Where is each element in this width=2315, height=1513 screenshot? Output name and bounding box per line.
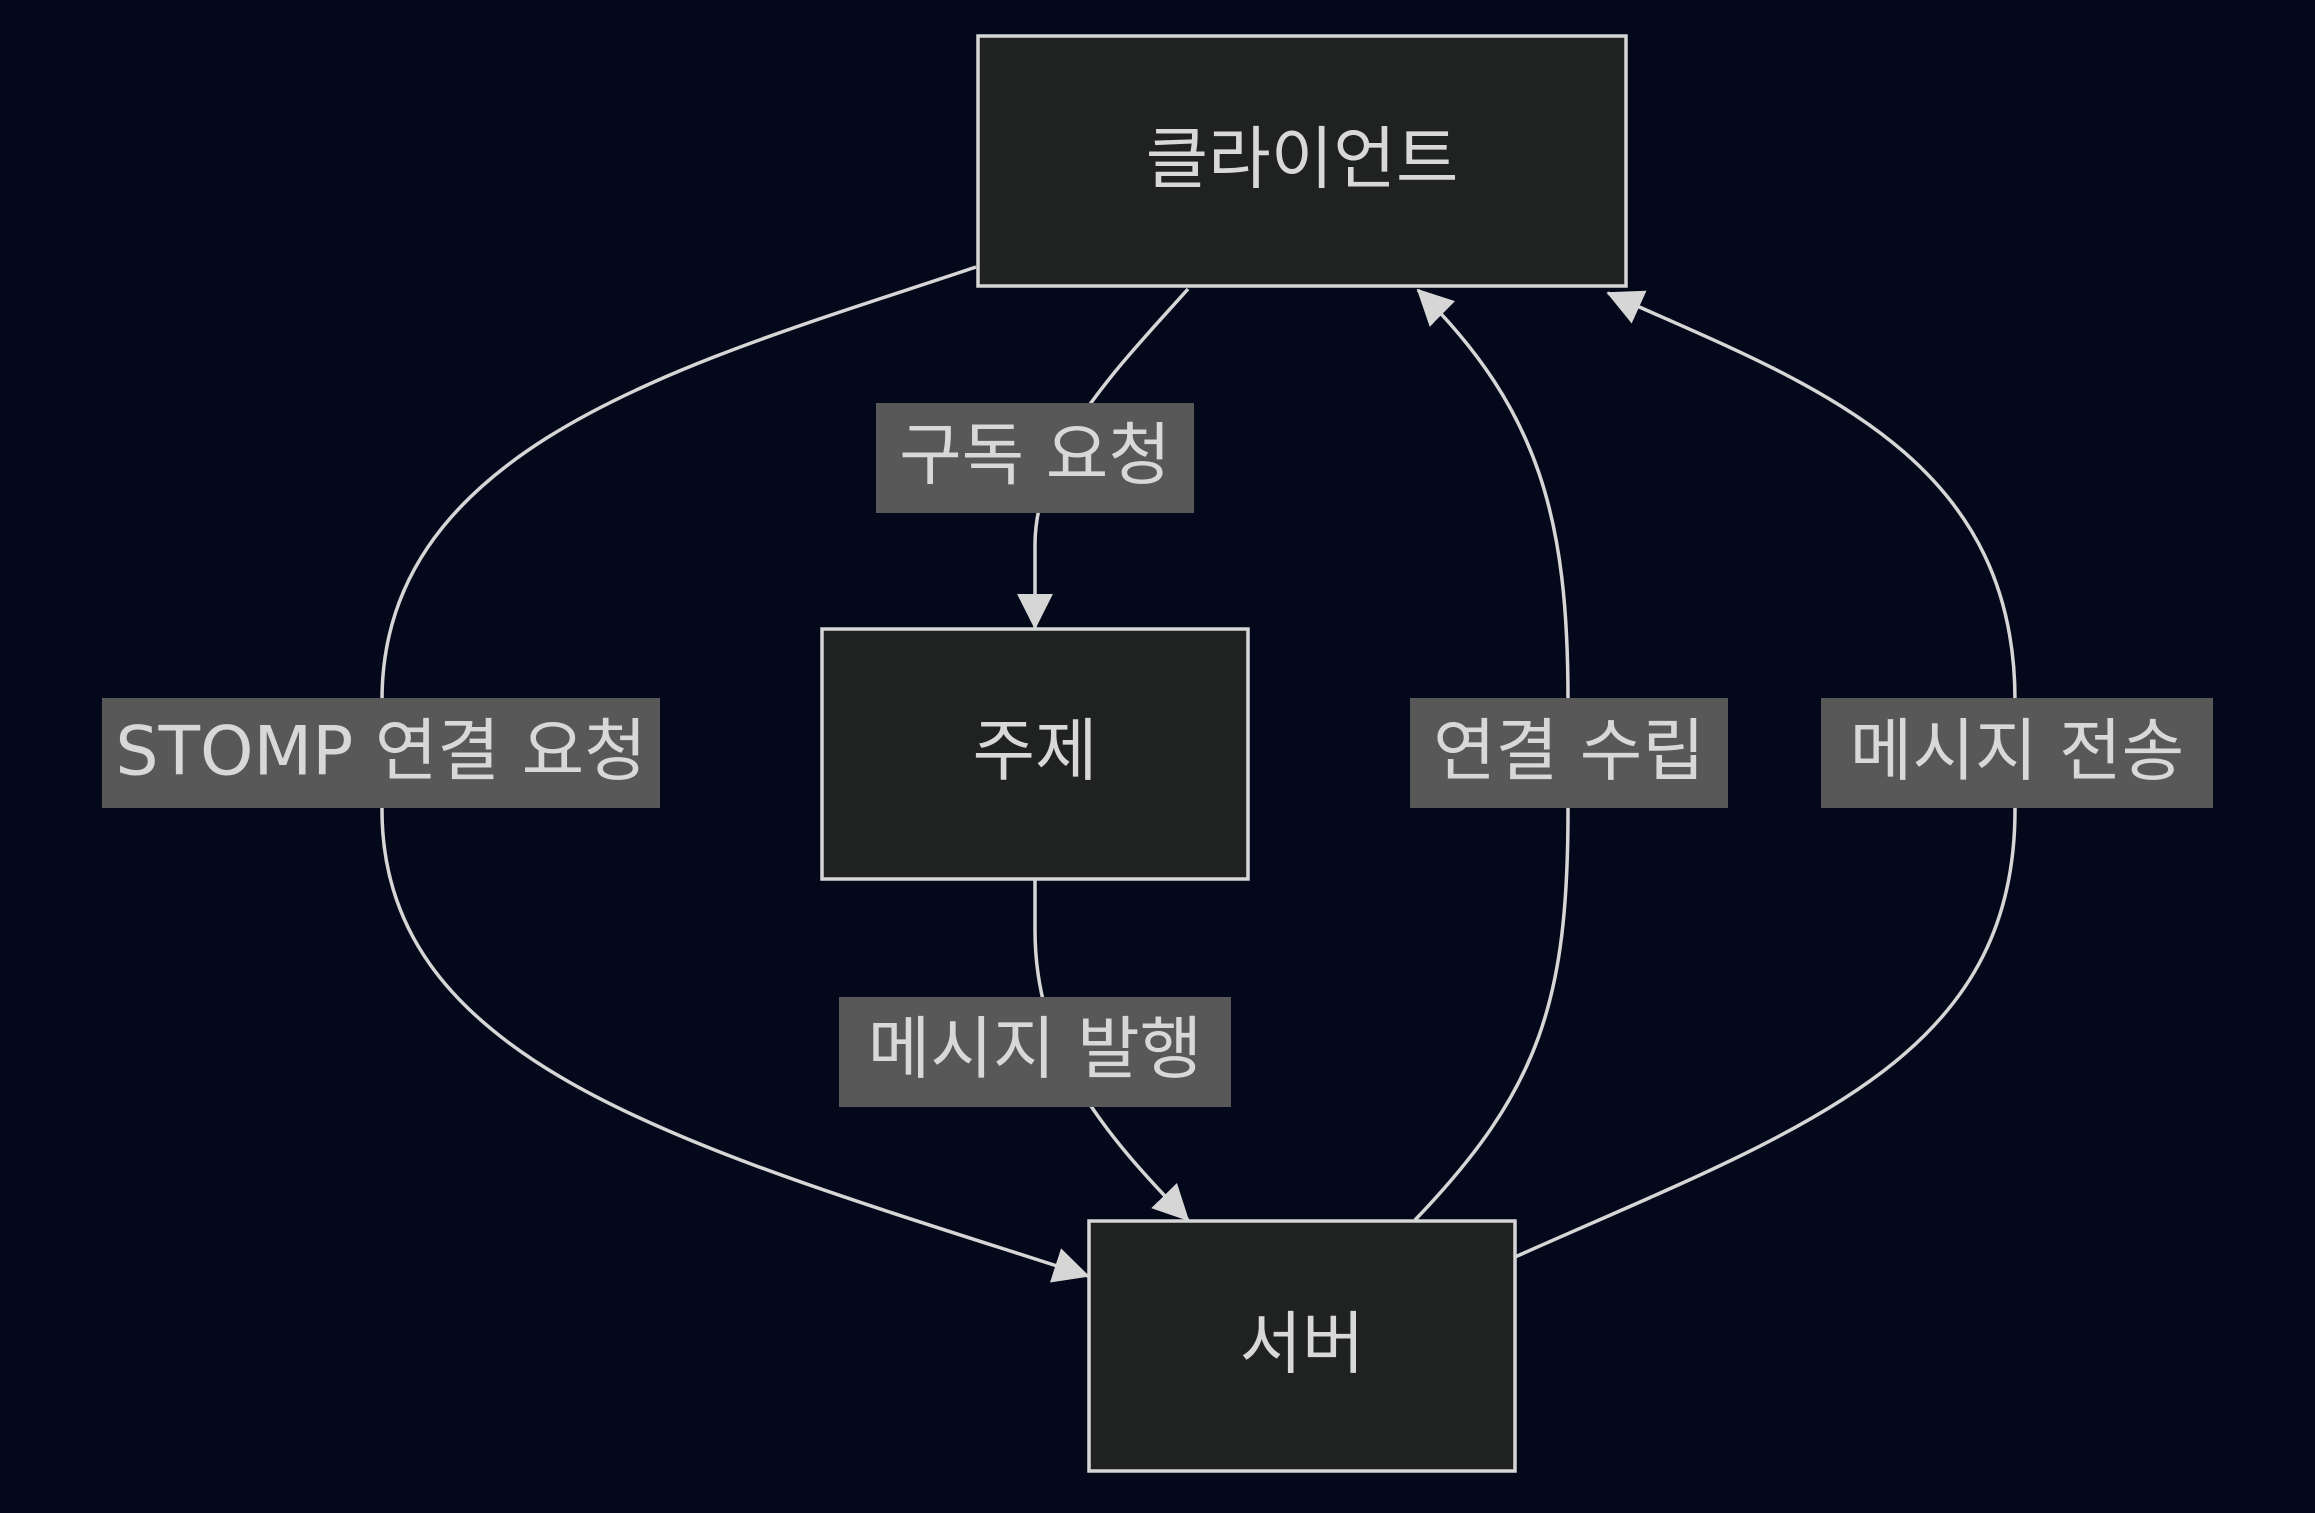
edge-label-bg [102, 698, 660, 808]
edge-label-text: 구독 요청 [899, 417, 1171, 496]
edge-label-bg [839, 997, 1231, 1107]
edge-label-text: 메시지 발행 [868, 1011, 1202, 1090]
node-topic-label: 주제 [972, 713, 1097, 792]
edge-label-text: STOMP 연결 요청 [115, 713, 646, 792]
edge-label-bg [1410, 698, 1728, 808]
edge-label-connected: 연결 수립 [1410, 698, 1728, 808]
edge-label-publish: 메시지 발행 [839, 997, 1231, 1107]
node-topic: 주제 [820, 627, 1250, 881]
node-client-label: 클라이언트 [1146, 121, 1459, 200]
node-client-box [976, 34, 1628, 288]
edge-label-subscribe: 구독 요청 [876, 403, 1194, 513]
edge-stomp-connect [380, 265, 1090, 1283]
node-client: 클라이언트 [976, 34, 1628, 288]
node-server-label: 서버 [1239, 1306, 1364, 1385]
edge-label-bg [876, 403, 1194, 513]
edge-label-send-message: 메시지 전송 [1821, 698, 2213, 808]
edge-label-stomp-connect: STOMP 연결 요청 [102, 698, 660, 808]
node-server: 서버 [1087, 1219, 1517, 1473]
edge-label-text: 연결 수립 [1433, 713, 1705, 792]
node-server-box [1087, 1219, 1517, 1473]
node-topic-box [820, 627, 1250, 881]
edge-label-text: 메시지 전송 [1850, 713, 2184, 792]
edge-label-bg [1821, 698, 2213, 808]
edge-send-message [1514, 290, 2017, 1259]
